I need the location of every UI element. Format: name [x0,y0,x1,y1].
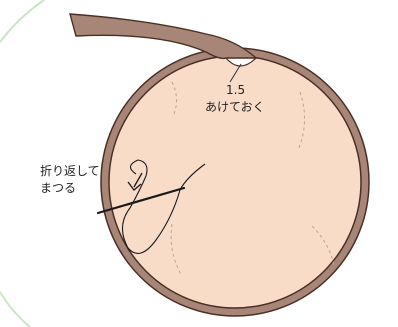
binding-tape-strip [69,13,258,60]
measurement-value: 1.5 [226,83,246,97]
stitch-arrow-icon [133,172,143,188]
bottom-left-corner-accent [0,291,31,327]
needle [96,186,186,215]
stitch-instruction-line-2: まつる [40,181,77,195]
dashed-guide-top-right [297,91,305,151]
stitch-arrowhead-icon [127,181,142,191]
measurement-leader-line [229,63,242,83]
stitch-instruction-line-1: 折り返して [40,164,100,178]
thread [121,159,206,254]
measurement-note: あけておく [205,100,265,114]
dashed-guide-top-left [171,81,178,115]
dashed-guide-bottom-left [170,223,183,277]
dashed-guide-bottom-right [311,225,335,267]
top-left-corner-accent [0,0,45,43]
opening-notch [225,57,257,67]
